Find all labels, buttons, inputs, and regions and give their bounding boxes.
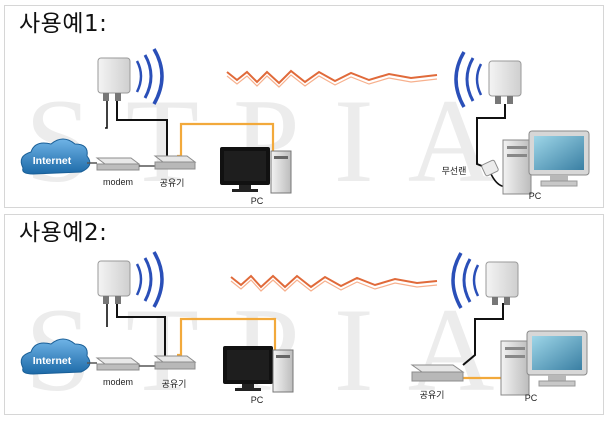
pc-right-icon: [500, 330, 588, 396]
signal-waves-icon: [135, 48, 164, 105]
wireless-link: [226, 69, 438, 85]
modem-icon: [95, 157, 141, 171]
internet-cloud-icon: [20, 338, 91, 375]
pc-left-label: PC: [251, 196, 264, 206]
signal-waves-icon: [135, 251, 164, 308]
internet-cloud-icon: [20, 138, 91, 175]
example-2-diagram: STPIA: [20, 251, 588, 416]
ethernet-cable: [177, 317, 277, 357]
modem-label: modem: [103, 177, 133, 187]
antenna-left: [97, 260, 131, 304]
pc-left-icon: [220, 147, 292, 194]
antenna-cable: [105, 98, 108, 129]
internet-label: Internet: [33, 155, 72, 167]
wireless-link-glow: [230, 279, 438, 292]
antenna-right: [485, 261, 519, 305]
antenna-cable: [116, 98, 168, 158]
antenna-cable: [462, 303, 504, 366]
router-right-icon: [410, 364, 465, 382]
antenna-left: [97, 57, 131, 101]
example-2-panel: 사용예2: STPIA: [4, 214, 604, 416]
router-icon: [153, 355, 197, 370]
example-1-title: 사용예1:: [19, 11, 108, 37]
antenna-cable: [116, 301, 166, 357]
pc-right-label: PC: [525, 393, 538, 403]
internet-label: Internet: [33, 355, 72, 367]
router-icon: [153, 155, 197, 170]
wireless-adapter-icon: [481, 159, 499, 177]
router-label: 공유기: [162, 379, 187, 389]
router-right-label: 공유기: [420, 390, 445, 400]
pc-right-icon: [502, 130, 590, 195]
wireless-link-glow: [226, 74, 438, 88]
wireless-link: [230, 274, 438, 289]
modem-icon: [95, 357, 141, 371]
example-1-diagram: STPIA: [20, 48, 590, 207]
antenna-right: [488, 60, 522, 104]
signal-waves-icon: [451, 252, 480, 309]
pc-left-icon: [223, 346, 294, 393]
antenna-cable: [476, 104, 506, 169]
example-1-panel: 사용예1: STPIA: [4, 5, 604, 208]
pc-right-label: PC: [529, 191, 542, 201]
pc-left-label: PC: [251, 395, 264, 405]
example-2-title: 사용예2:: [19, 220, 108, 246]
modem-label: modem: [103, 377, 133, 387]
router-label: 공유기: [160, 178, 185, 188]
signal-waves-icon: [454, 51, 483, 108]
adapter-label: 무선랜: [442, 166, 467, 176]
